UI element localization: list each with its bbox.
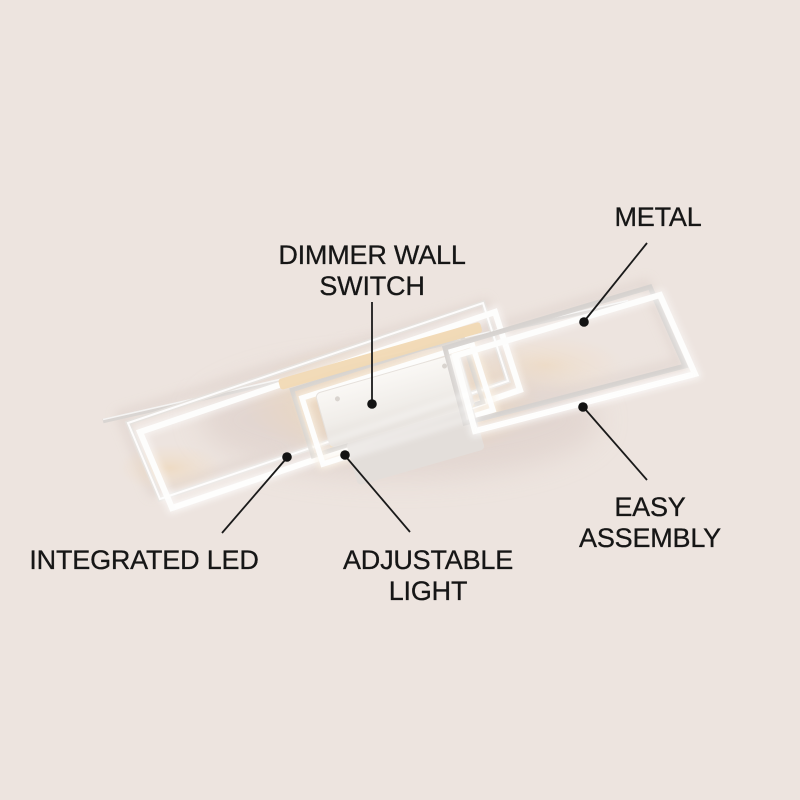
dot-dimmer-wall-switch: [367, 399, 377, 409]
label-line: SWITCH: [319, 271, 425, 301]
label-adjustable-light: ADJUSTABLE LIGHT: [342, 545, 514, 607]
label-line: EASY: [614, 492, 686, 522]
label-integrated-led: INTEGRATED LED: [29, 545, 259, 576]
label-easy-assembly: EASY ASSEMBLY: [579, 492, 721, 554]
label-line: METAL: [614, 202, 702, 232]
dot-metal: [579, 317, 589, 327]
led-glow-accents: [159, 379, 521, 510]
label-metal: METAL: [614, 202, 702, 233]
label-line: ADJUSTABLE: [342, 545, 514, 575]
label-line: DIMMER WALL: [278, 240, 466, 270]
label-dimmer-wall-switch: DIMMER WALL SWITCH: [278, 240, 466, 302]
leader-easy-assembly: [584, 408, 648, 481]
dot-integrated-led: [282, 452, 292, 462]
callout-dots: [282, 317, 589, 462]
label-line: INTEGRATED LED: [29, 545, 259, 575]
dot-easy-assembly: [578, 402, 588, 412]
leader-integrated-led: [221, 459, 286, 534]
canopy: [278, 322, 485, 485]
label-line: LIGHT: [388, 576, 468, 606]
leader-adjustable-light: [346, 457, 411, 533]
leader-metal: [585, 242, 648, 320]
dot-adjustable-light: [340, 450, 350, 460]
label-line: ASSEMBLY: [579, 523, 721, 553]
callout-lines: [221, 242, 648, 534]
